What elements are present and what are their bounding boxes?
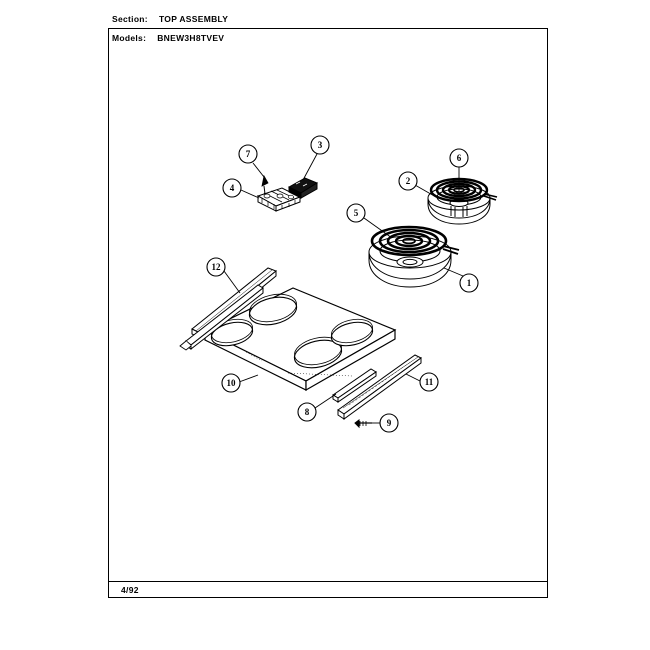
- callout-3: 3: [310, 135, 330, 155]
- callout-10: 10: [221, 373, 241, 393]
- callout-6-label: 6: [457, 153, 462, 163]
- callout-12-label: 12: [212, 262, 222, 272]
- trim-front-part: [332, 368, 377, 403]
- callout-5: 5: [346, 203, 366, 223]
- callout-4: 4: [222, 178, 242, 198]
- callout-11-label: 11: [425, 377, 434, 387]
- trim-right-part: [337, 354, 422, 420]
- callout-12: 12: [206, 257, 226, 277]
- section-value: TOP ASSEMBLY: [158, 14, 229, 24]
- revision-code: 4/92: [121, 585, 139, 595]
- footer-divider: [108, 581, 548, 582]
- callout-2: 2: [398, 171, 418, 191]
- callout-1: 1: [459, 273, 479, 293]
- callout-9: 9: [379, 413, 399, 433]
- wire-lead-part: [261, 174, 269, 195]
- screw-part: [354, 419, 372, 429]
- callout-7: 7: [238, 144, 258, 164]
- callout-6: 6: [449, 148, 469, 168]
- callout-3-label: 3: [318, 140, 323, 150]
- models-header: Models: BNEW3H8TVEV: [112, 33, 224, 43]
- callout-9-label: 9: [387, 418, 392, 428]
- callout-4-label: 4: [230, 183, 235, 193]
- models-label: Models:: [112, 33, 147, 43]
- callout-5-label: 5: [354, 208, 359, 218]
- section-label: Section:: [112, 14, 148, 24]
- leader-lines: [223, 153, 464, 424]
- callout-2-label: 2: [406, 176, 411, 186]
- burner-openings: [210, 293, 374, 369]
- small-burner-assembly: [427, 177, 498, 225]
- callout-8-label: 8: [305, 407, 310, 417]
- diagram-frame: [108, 28, 548, 598]
- connector-block-part: [287, 177, 319, 199]
- surface-element-large-part: [370, 225, 460, 257]
- main-top-panel-part: [203, 287, 397, 392]
- callout-7-label: 7: [246, 149, 251, 159]
- trim-rear-part: [179, 267, 277, 351]
- callout-8: 8: [297, 402, 317, 422]
- terminal-block-group: [256, 174, 319, 212]
- large-burner-assembly: [368, 225, 460, 288]
- callout-10-label: 10: [227, 378, 237, 388]
- callout-11: 11: [419, 372, 439, 392]
- models-value: BNEW3H8TVEV: [157, 33, 225, 43]
- callout-bubbles: 1 2 3 4 5 6 7: [206, 135, 479, 433]
- section-header: Section: TOP ASSEMBLY: [112, 14, 228, 24]
- callout-1-label: 1: [467, 278, 472, 288]
